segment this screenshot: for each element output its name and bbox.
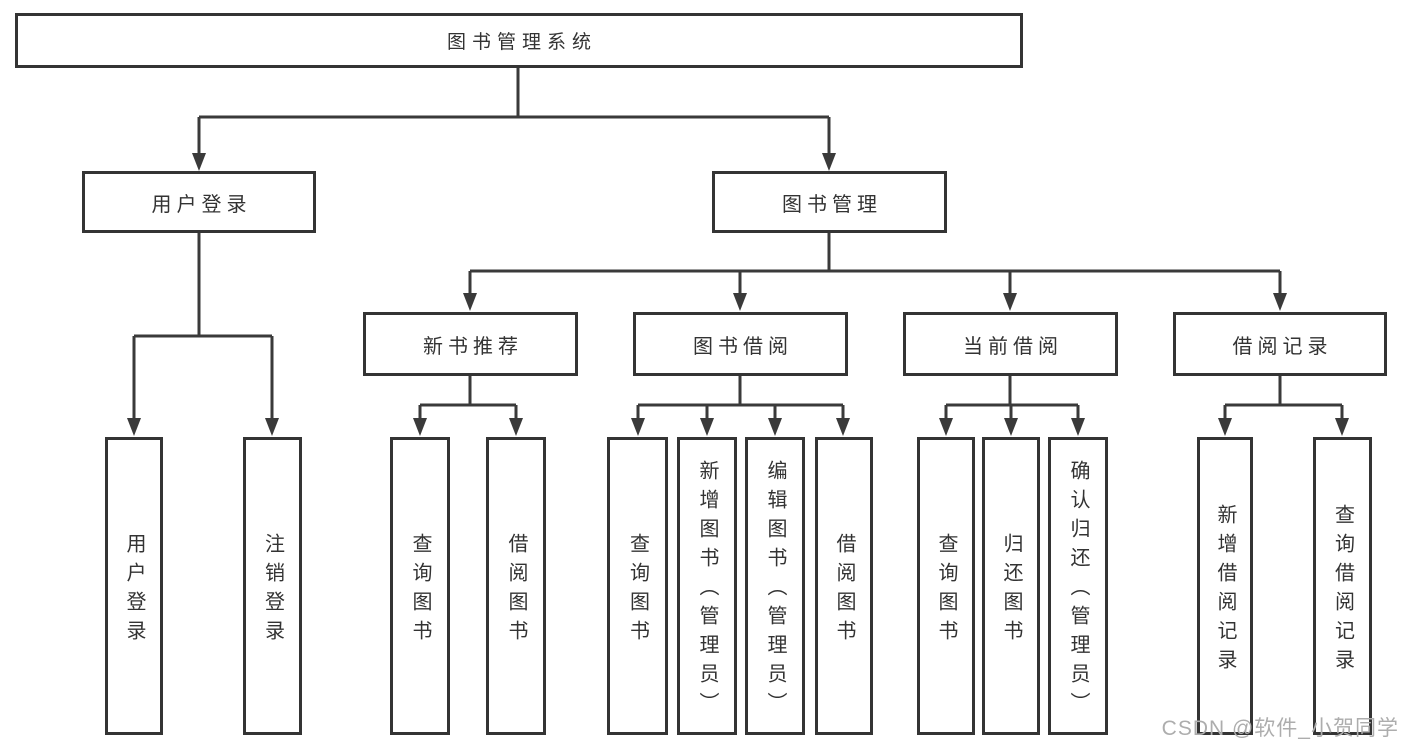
node-book-borrowing: 图书借阅 xyxy=(633,312,848,376)
node-library-management-system: 图书管理系统 xyxy=(15,13,1023,68)
node-logout: 注销登录 xyxy=(243,437,302,735)
node-borrow-books: 借阅图书 xyxy=(815,437,873,735)
node-book-management: 图书管理 xyxy=(712,171,947,233)
node-query-books-current: 查询图书 xyxy=(917,437,975,735)
node-confirm-return-admin: 确认归还（管理员） xyxy=(1048,437,1108,735)
watermark-text: CSDN @软件_小贺同学 xyxy=(1161,717,1399,740)
node-query-books-recommend: 查询图书 xyxy=(390,437,450,735)
node-current-borrowing: 当前借阅 xyxy=(903,312,1118,376)
node-borrow-books-recommend: 借阅图书 xyxy=(486,437,546,735)
node-query-books-borrow: 查询图书 xyxy=(607,437,668,735)
node-user-login: 用户登录 xyxy=(105,437,163,735)
node-return-book: 归还图书 xyxy=(982,437,1040,735)
node-add-book-admin: 新增图书（管理员） xyxy=(677,437,737,735)
node-query-borrow-record: 查询借阅记录 xyxy=(1313,437,1372,735)
node-add-borrow-record: 新增借阅记录 xyxy=(1197,437,1253,735)
node-edit-book-admin: 编辑图书（管理员） xyxy=(745,437,805,735)
node-borrowing-records: 借阅记录 xyxy=(1173,312,1387,376)
node-user-login-group: 用户登录 xyxy=(82,171,316,233)
node-new-book-recommend: 新书推荐 xyxy=(363,312,578,376)
